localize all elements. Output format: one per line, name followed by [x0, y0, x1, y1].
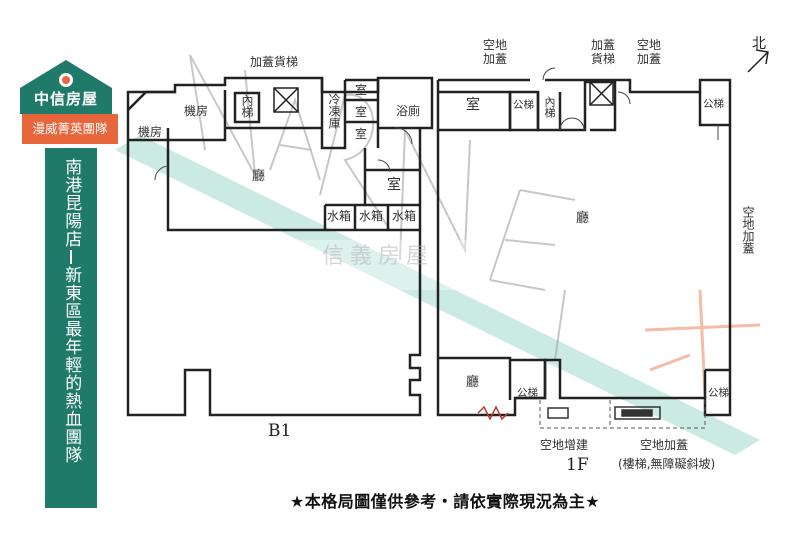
f1-public-stair4-label: 公梯 [708, 387, 729, 399]
b1-room3-label: 室 [355, 127, 368, 141]
f1-floor-label: 1F [566, 455, 589, 475]
reference-note: ★本格局圖僅供參考・請依實際現況為主★ [289, 492, 601, 511]
store-name: 南港昆陽店 [61, 158, 82, 248]
f1-open-addition-left-label: 空地加蓋 [482, 38, 507, 66]
f1-open-addition-right-label: 空地加蓋 [741, 206, 755, 254]
b1-freight-elevator-label: 加蓋貨梯 [250, 55, 299, 69]
f1-open-addition-note: (樓梯,無障礙斜坡) [618, 457, 716, 471]
brand-team: 漫威菁英團隊 [22, 114, 118, 144]
f1-ramp [477, 405, 661, 421]
f1-room-label: 室 [466, 97, 480, 113]
banner-separator [70, 250, 72, 264]
b1-tank3-label: 水箱 [392, 209, 417, 223]
b1-bathroom-label: 浴廁 [396, 104, 421, 118]
f1-public-stair1-label: 公梯 [513, 99, 534, 111]
f1-public-stair2-label: 公梯 [703, 98, 724, 110]
brand-name: 中信房屋 [33, 90, 98, 108]
f1-open-addition-top-label: 空地加蓋 [636, 38, 661, 66]
f1-open-addition-bottom-label: 空地加蓋 [640, 438, 689, 452]
f1-walls [436, 78, 732, 417]
b1-floor-label: B1 [268, 421, 292, 441]
f1-freight-elevator-label: 加蓋貨梯 [590, 38, 615, 66]
b1-freezer-label: 冷凍庫 [327, 93, 341, 129]
f1-inner-stair-label: 內梯 [543, 96, 556, 118]
f1-hall-label: 廳 [576, 211, 590, 226]
f1-open-extension-label: 空地增建 [540, 438, 589, 452]
b1-hall-label: 廳 [252, 169, 266, 184]
f1-doors [542, 67, 719, 140]
f1-additions [539, 400, 706, 429]
watermark-orange [644, 289, 761, 396]
b1-tank1-label: 水箱 [327, 209, 352, 223]
b1-room2-label: 室 [355, 105, 368, 119]
b1-room1-label: 室 [355, 83, 368, 97]
brand-house-logo [20, 60, 112, 114]
b1-inner-elevator-label: 內梯 [240, 94, 254, 118]
f1-public-stair3-label: 公梯 [517, 387, 538, 399]
b1-machine-room-label: 機房 [184, 104, 209, 118]
b1-tank2-label: 水箱 [359, 209, 384, 223]
brand-vertical-banner: 南港昆陽店 新東區最年輕的熱血團隊 [45, 148, 97, 508]
b1-doors [154, 127, 413, 181]
f1-hall-small-label: 廳 [466, 375, 480, 390]
compass-north-label: 北 [752, 36, 766, 52]
b1-machine-room-left-label: 機房 [138, 125, 163, 139]
brand-slogan: 新東區最年輕的熱血團隊 [61, 266, 82, 464]
compass-arrow [747, 49, 769, 73]
watermark-box [300, 240, 480, 290]
b1-room4-label: 室 [387, 177, 401, 193]
watermark-text: 信義房屋 [322, 244, 435, 269]
